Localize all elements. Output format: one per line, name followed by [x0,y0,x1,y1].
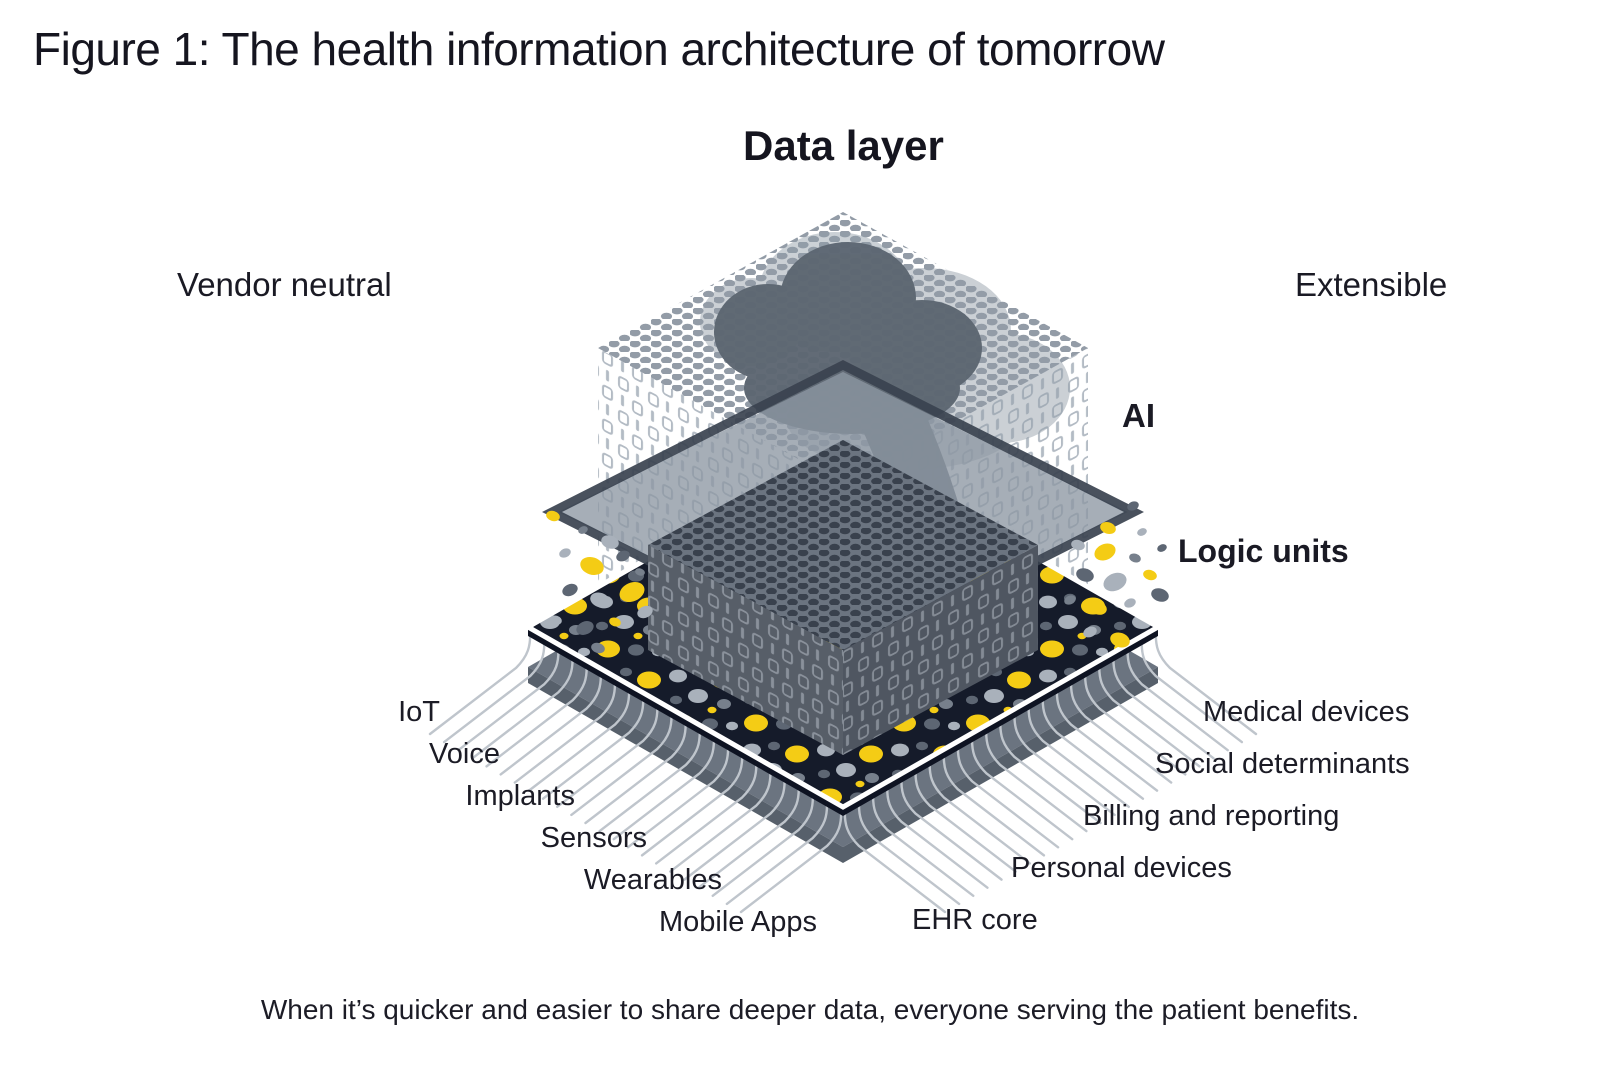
input-label-ehr-core: EHR core [912,904,1038,936]
data-layer-label: Data layer [743,122,944,169]
figure-caption: When it’s quicker and easier to share de… [260,994,1360,1025]
input-label-wearables: Wearables [583,864,722,896]
input-label-medical-devices: Medical devices [1203,696,1410,728]
vendor-neutral-label: Vendor neutral [177,266,392,303]
inner-dark-cube [648,440,1038,755]
input-label-voice: Voice [429,738,500,770]
ai-label: AI [1122,397,1155,434]
input-label-social-determinants: Social determinants [1155,748,1410,780]
logic-dot-spill [546,501,1169,654]
logic-units-label: Logic units [1178,533,1349,569]
figure-title: Figure 1: The health information archite… [33,23,1165,75]
input-label-billing-reporting: Billing and reporting [1083,800,1340,832]
input-label-sensors: Sensors [540,822,647,854]
input-label-mobile-apps: Mobile Apps [659,906,817,938]
input-label-implants: Implants [465,780,575,812]
extensible-label: Extensible [1295,266,1448,303]
input-label-personal-devices: Personal devices [1011,852,1232,884]
input-label-iot: IoT [398,696,440,728]
